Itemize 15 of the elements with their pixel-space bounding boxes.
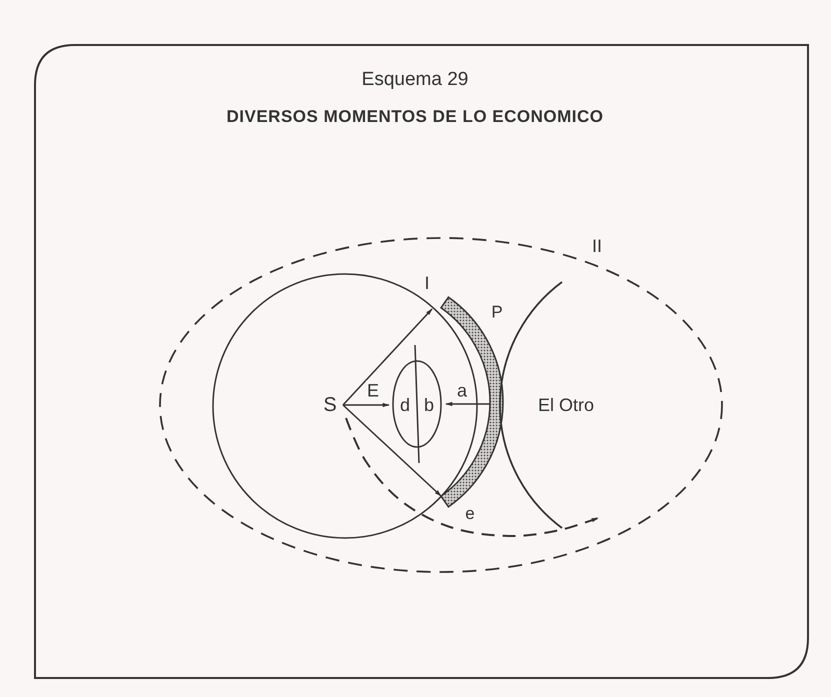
dashed-arrow [345,418,599,537]
oval-label: d [400,396,410,414]
node-label: El Otro [538,396,594,414]
arrow [343,402,390,408]
arrow [445,402,490,406]
point-label: S [323,395,337,415]
band-label: P [491,304,503,320]
arrow [342,404,442,497]
arrow [342,308,433,406]
region-label: II [592,237,602,255]
oval-label: b [424,396,434,414]
region-label: I [424,274,430,292]
diagram-title: DIVERSOS MOMENTOS DE LO ECONOMICO [226,107,604,127]
point-label: e [465,504,475,524]
figure-number: Esquema 29 [362,69,468,91]
